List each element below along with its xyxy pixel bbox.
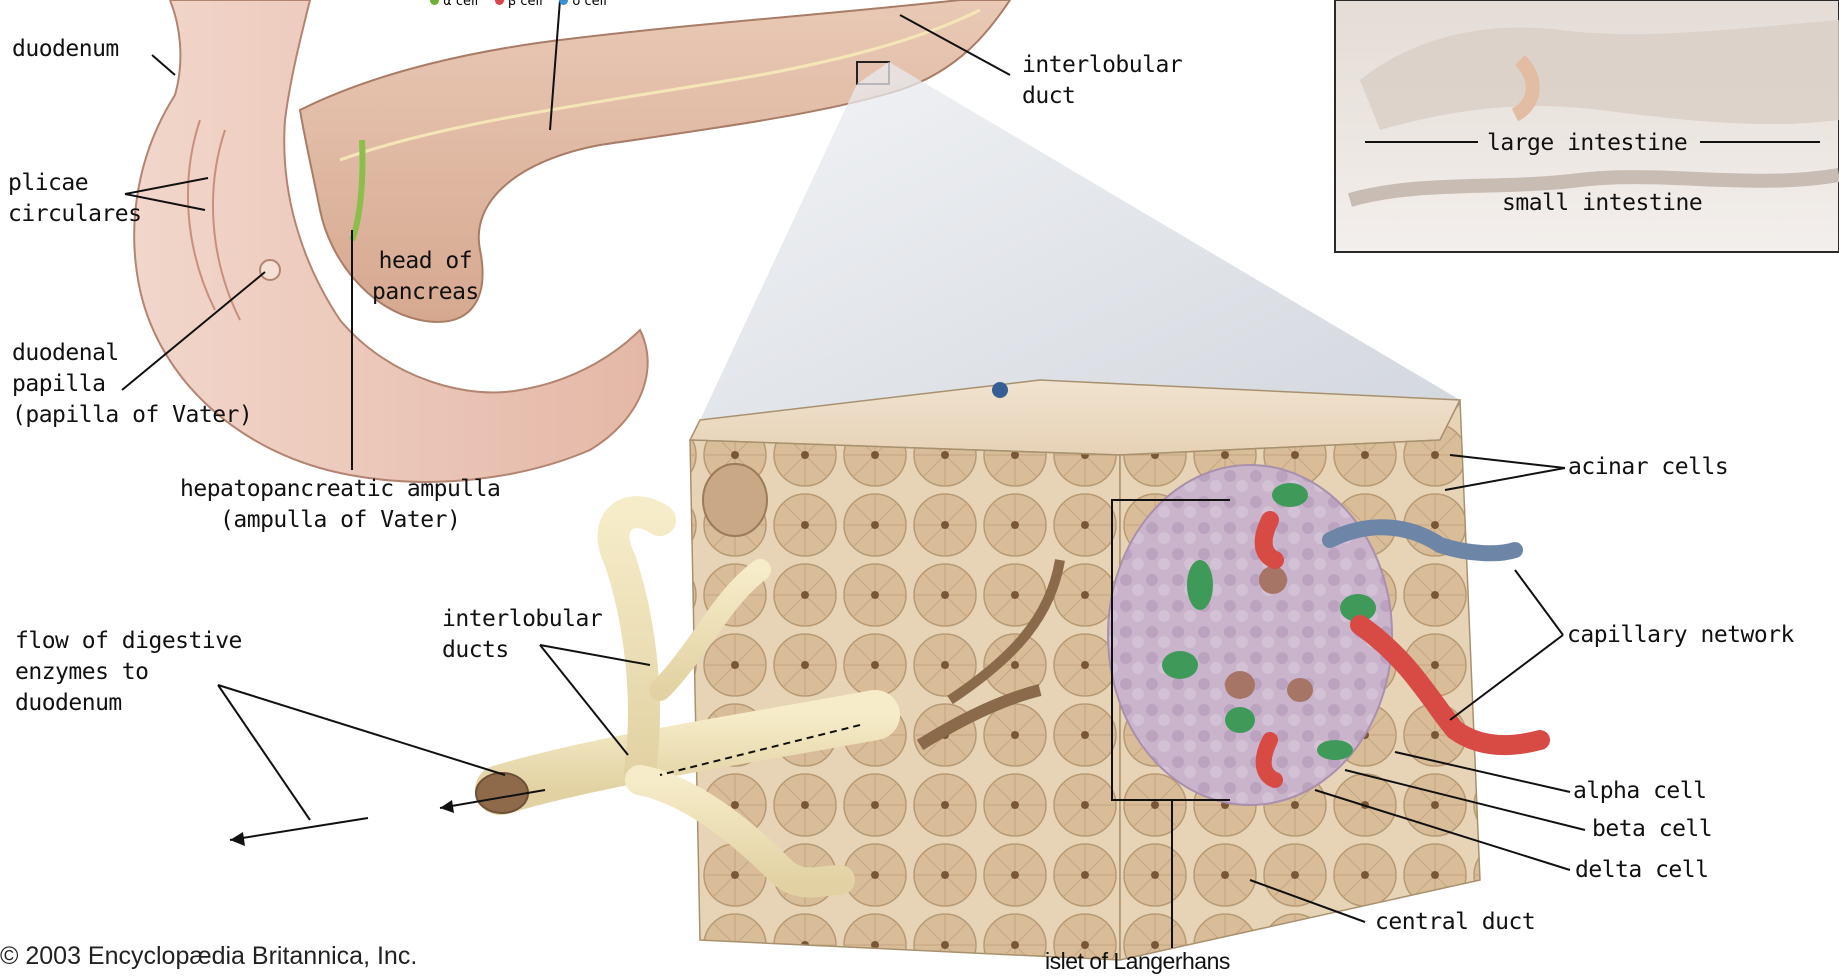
label-large-intestine: large intestine: [1487, 128, 1687, 159]
legend-dot-delta: [559, 0, 568, 5]
label-duodenum: duodenum: [12, 34, 119, 65]
label-head-of-pancreas: head of pancreas: [372, 246, 479, 308]
label-islet-of-langerhans: islet of Langerhans: [1045, 946, 1230, 977]
cell-legend: α cell β cell δ cell: [430, 0, 607, 9]
label-central-duct: central duct: [1375, 907, 1535, 938]
legend-label-delta: δ cell: [572, 0, 606, 9]
label-duodenal-papilla: duodenal papilla (papilla of Vater): [12, 338, 252, 431]
label-delta-cell: delta cell: [1575, 855, 1708, 886]
label-acinar-cells: acinar cells: [1568, 452, 1728, 483]
legend-label-alpha: α cell: [443, 0, 478, 9]
label-beta-cell: beta cell: [1592, 814, 1712, 845]
label-interlobular-ducts: interlobular ducts: [442, 604, 602, 666]
legend-dot-beta: [495, 0, 504, 5]
label-alpha-cell: alpha cell: [1573, 776, 1706, 807]
label-small-intestine: small intestine: [1502, 188, 1702, 219]
label-flow-of-digestive-enzymes: flow of digestive enzymes to duodenum: [15, 626, 242, 719]
legend-dot-alpha: [430, 0, 439, 5]
copyright-notice: © 2003 Encyclopædia Britannica, Inc.: [0, 942, 417, 971]
label-plicae-circulares: plicae circulares: [8, 168, 141, 230]
label-interlobular-duct: interlobular duct: [1022, 50, 1182, 112]
label-hepatopancreatic-ampulla: hepatopancreatic ampulla (ampulla of Vat…: [180, 474, 500, 536]
label-capillary-network: capillary network: [1567, 620, 1794, 651]
legend-label-beta: β cell: [508, 0, 543, 9]
